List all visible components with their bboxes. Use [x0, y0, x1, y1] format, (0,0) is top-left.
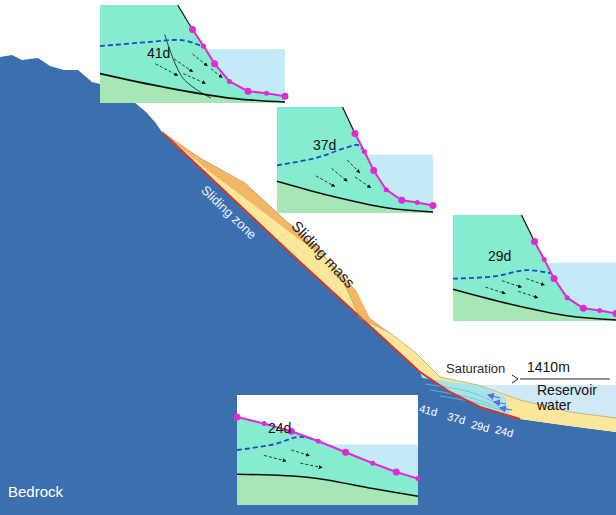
day-label: 29d: [488, 249, 511, 264]
rock-label: Bedrock: [8, 484, 63, 501]
water-label: Reservoir water: [537, 383, 607, 414]
day-label: 41d: [147, 46, 170, 61]
seepage-inset: [100, 5, 289, 103]
wetting-front: [425, 384, 500, 405]
bedrock: [0, 55, 616, 515]
sliding-mass: [162, 132, 616, 432]
zone-label: Saturation: [446, 362, 505, 376]
seepage-inset: [277, 107, 437, 213]
elevation-label: 1410m: [527, 360, 570, 375]
seepage-inset: [453, 215, 616, 321]
day-label: 24d: [268, 421, 291, 436]
seepage-inset: [234, 395, 421, 505]
day-label: 37d: [313, 138, 336, 153]
